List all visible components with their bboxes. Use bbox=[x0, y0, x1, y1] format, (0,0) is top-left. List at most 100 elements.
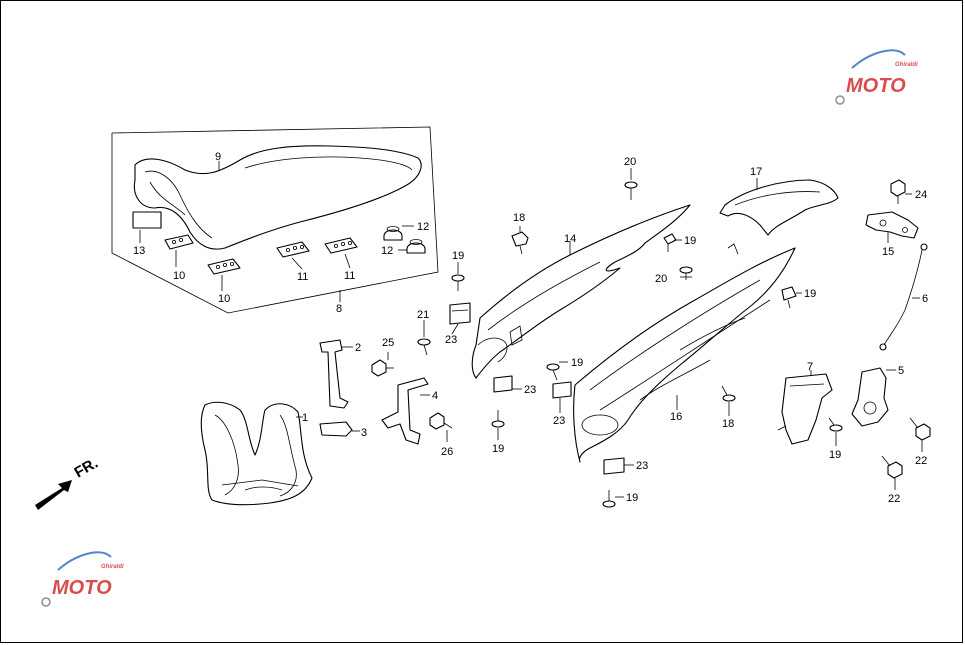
front-direction-arrow: FR. bbox=[35, 455, 101, 510]
swoosh-icon bbox=[851, 49, 906, 69]
callout-16: 16 bbox=[670, 411, 682, 423]
watermark-logo-text-2: MOTO bbox=[52, 577, 112, 599]
screw-part-19f bbox=[602, 490, 624, 508]
bolt-part-18a bbox=[511, 226, 529, 255]
screw-part-21 bbox=[417, 320, 431, 356]
callout-19: 19 bbox=[492, 443, 504, 455]
swoosh-icon-2 bbox=[57, 551, 112, 571]
rear-cowl-part-17 bbox=[719, 178, 839, 236]
callout-19: 19 bbox=[452, 250, 464, 262]
screw-part-19g bbox=[828, 417, 843, 446]
watermark-top-right: MOTO Ghiraldi bbox=[835, 49, 918, 105]
housing-part-7 bbox=[777, 370, 833, 445]
rubber-foot-12a bbox=[383, 226, 403, 241]
cushion-part-13 bbox=[132, 211, 162, 229]
callout-14: 14 bbox=[564, 233, 576, 245]
rubber-foot-12b bbox=[406, 239, 426, 254]
callout-12: 12 bbox=[381, 245, 393, 257]
bolt-part-22b bbox=[881, 455, 903, 490]
callout-4: 4 bbox=[432, 390, 438, 402]
callout-10: 10 bbox=[173, 270, 185, 282]
bolt-part-18b bbox=[721, 385, 736, 416]
clip-part-3 bbox=[319, 421, 360, 437]
bracket-part-2 bbox=[319, 339, 353, 409]
callout-19: 19 bbox=[804, 288, 816, 300]
rubber-block-11b bbox=[324, 237, 358, 254]
watermark-subtext: Ghiraldi bbox=[895, 62, 918, 68]
clip-part-23d bbox=[603, 457, 634, 475]
callout-19: 19 bbox=[571, 357, 583, 369]
callout-17: 17 bbox=[750, 166, 762, 178]
callout-20: 20 bbox=[655, 273, 667, 285]
callout-11: 11 bbox=[297, 271, 308, 283]
callout-10: 10 bbox=[218, 293, 230, 305]
bolt-part-20b bbox=[679, 266, 693, 280]
screw-part-19a bbox=[451, 262, 465, 291]
screw-part-19e bbox=[491, 410, 505, 440]
watermark-bottom-left: MOTO Ghiraldi bbox=[41, 551, 124, 607]
callout-23: 23 bbox=[636, 460, 648, 472]
callout-5: 5 bbox=[898, 365, 904, 377]
watermark-subtext-2: Ghiraldi bbox=[101, 564, 124, 570]
rubber-block-10a bbox=[164, 234, 194, 250]
callout-24: 24 bbox=[915, 189, 927, 201]
seat-seam-line bbox=[244, 156, 413, 171]
callout-26: 26 bbox=[441, 446, 453, 458]
bolt-part-19b bbox=[663, 233, 682, 252]
clip-part-23c bbox=[552, 381, 572, 413]
seat-part bbox=[133, 145, 422, 250]
callout-9: 9 bbox=[215, 151, 221, 163]
side-cover-part-16 bbox=[573, 243, 796, 463]
seat-assembly-group bbox=[111, 126, 439, 314]
callout-21: 21 bbox=[417, 309, 429, 321]
clip-part-23b bbox=[493, 375, 522, 393]
rubber-block-10b bbox=[207, 258, 241, 275]
seat-assembly-outline bbox=[111, 126, 439, 314]
seat-hook-line bbox=[149, 181, 186, 216]
gear-icon bbox=[835, 95, 845, 105]
bolt-part-26 bbox=[429, 412, 453, 442]
seat-inner-line bbox=[144, 170, 213, 239]
callout-19: 19 bbox=[684, 235, 696, 247]
bolt-part-24 bbox=[890, 179, 912, 204]
clip-part-23a bbox=[449, 302, 471, 335]
callout-12: 12 bbox=[417, 221, 429, 233]
callout-3: 3 bbox=[361, 427, 367, 439]
callout-23: 23 bbox=[553, 415, 565, 427]
front-direction-label: FR. bbox=[72, 455, 101, 482]
screw-part-19d bbox=[546, 361, 568, 381]
callout-2: 2 bbox=[355, 342, 361, 354]
callout-25: 25 bbox=[382, 337, 394, 349]
callout-6: 6 bbox=[922, 293, 928, 305]
latch-part-5 bbox=[851, 367, 896, 427]
callout-15: 15 bbox=[882, 246, 894, 258]
callout-19: 19 bbox=[829, 449, 841, 461]
callout-23: 23 bbox=[445, 334, 457, 346]
callout-20: 20 bbox=[624, 156, 636, 168]
gear-icon-2 bbox=[41, 597, 51, 607]
callout-22: 22 bbox=[888, 493, 900, 505]
callout-labels: 9 13 10 10 11 11 12 12 8 1 2 3 4 25 26 2… bbox=[133, 151, 928, 505]
callout-8: 8 bbox=[336, 303, 342, 315]
callout-7: 7 bbox=[807, 361, 813, 373]
arrow-icon bbox=[35, 480, 72, 510]
callout-13: 13 bbox=[133, 245, 145, 257]
front-cover-part-1 bbox=[200, 401, 313, 506]
side-cover-part-14 bbox=[471, 204, 691, 379]
callout-23: 23 bbox=[524, 384, 536, 396]
rubber-block-11a bbox=[276, 241, 310, 258]
cable-part-6 bbox=[879, 243, 928, 351]
callout-18: 18 bbox=[513, 212, 525, 224]
callout-22: 22 bbox=[915, 455, 927, 467]
bolt-part-19c bbox=[781, 286, 802, 309]
bolt-part-20a bbox=[624, 168, 638, 200]
bracket-part-4 bbox=[381, 377, 430, 445]
callout-1: 1 bbox=[302, 412, 308, 424]
callout-11: 11 bbox=[344, 270, 355, 282]
watermark-logo-text: MOTO bbox=[846, 75, 906, 97]
lock-part-15 bbox=[865, 211, 919, 243]
bolt-part-22a bbox=[909, 417, 931, 452]
callout-18: 18 bbox=[722, 418, 734, 430]
